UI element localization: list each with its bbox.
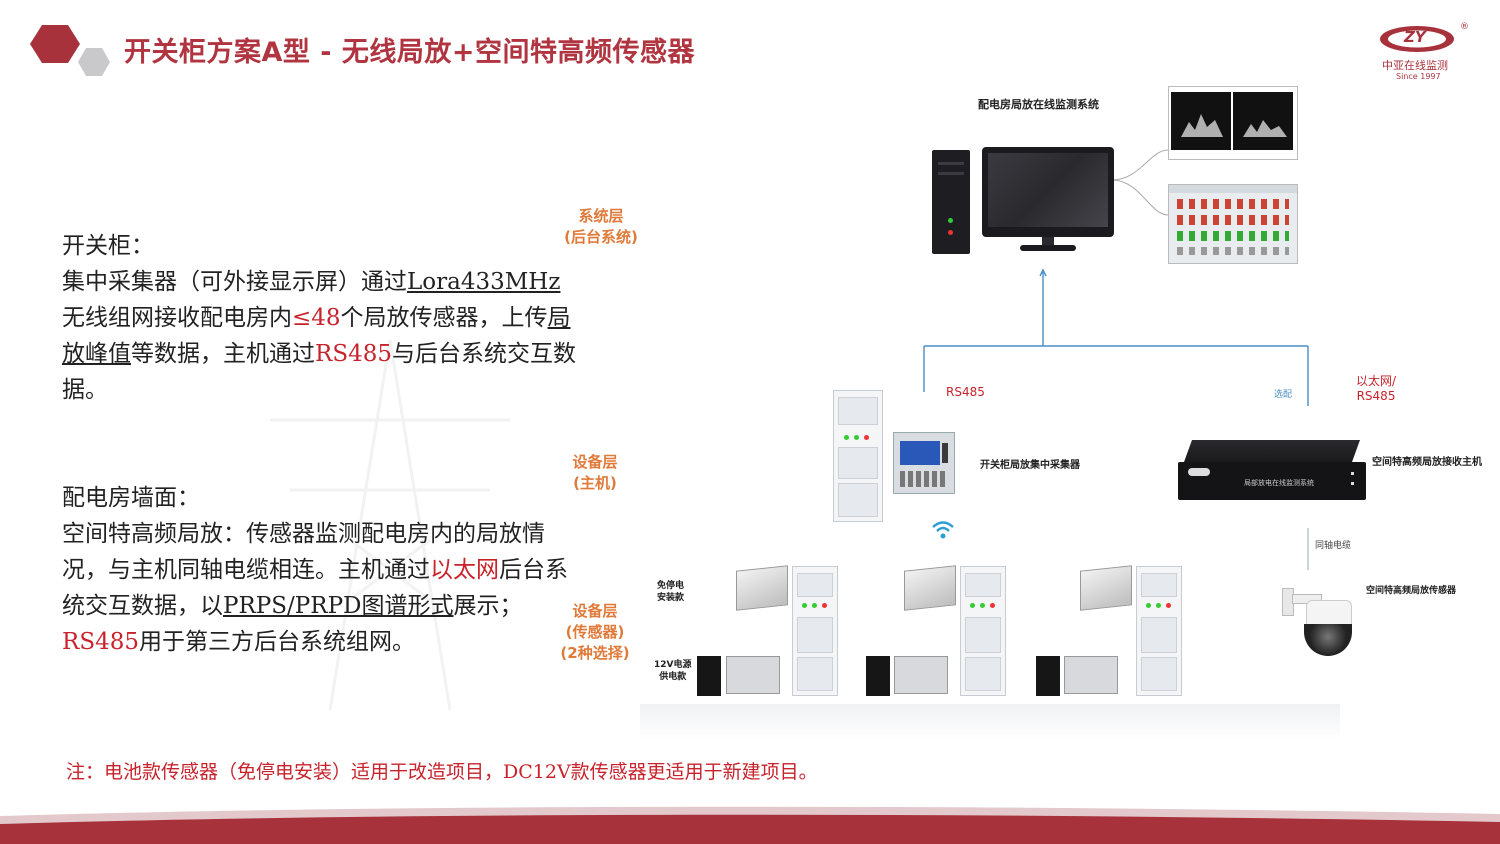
dc12v-power-unit-2 [866,656,890,696]
layer-host-line1: 设备层 [572,453,618,471]
footer-note: 注：电池款传感器（免停电安装）适用于改造项目，DC12V款传感器更适用于新建项目… [66,761,818,783]
logo-company-name: 中亚在线监测 [1382,59,1448,72]
wall-text-1: 空间特高频局放：传感器监测配电房内的局放情况，与主机同轴电缆相连。主机通过 [62,521,545,583]
page-title: 开关柜方案A型 - 无线局放+空间特高频传感器 [124,37,696,68]
wall-rs485: RS485 [62,629,139,655]
header-hexagon-decoration [30,25,110,76]
ethernet-label-line2: RS485 [1356,389,1396,403]
dc12v-power-unit-3 [1036,656,1060,696]
wall-text-2: 后台系统交互数据，以 [62,557,568,619]
layer-label-host: 设备层 (主机) [550,452,640,494]
logo-mark: ZY [1404,28,1426,46]
layer-sensor-line3: (2种选择) [560,644,630,662]
layer-label-sensor: 设备层 (传感器) (2种选择) [550,601,640,664]
monitor-screen-links [1111,149,1169,216]
battery-label-line1: 免停电 [657,581,685,591]
dc12v-sensor-device-3 [1064,656,1118,694]
dc12v-label-line2: 供电款 [659,672,687,682]
wall-ethernet: 以太网 [430,557,499,583]
battery-label-line2: 安装款 [657,593,685,603]
wall-body: 空间特高频局放：传感器监测配电房内的局放情况，与主机同轴电缆相连。主机通过以太网… [62,516,582,660]
switchgear-description: 开关柜： 集中采集器（可外接显示屏）通过Lora433MHz 无线组网接收配电房内… [62,228,582,408]
ethernet-label-line1: 以太网/ [1356,374,1397,388]
sg-text-1: 集中采集器（可外接显示屏）通过 [62,269,407,295]
wall-prps-prpd: PRPS/PRPD图谱形式 [223,593,454,619]
diagram-connection-lines [923,268,1309,570]
layer-sensor-line1: 设备层 [572,602,618,620]
layer-host-line2: (主机) [573,474,617,492]
sg-lora-frequency: Lora433MHz [407,269,561,295]
uhf-receiver-host-device: 局部放电在线监测系统 [1178,440,1366,500]
transmission-tower-watermark [270,339,510,711]
zy-logo-icon [1380,26,1454,52]
sg-rs485: RS485 [315,341,392,367]
optional-link-label: 选配 [1274,390,1293,400]
logo-registered: ® [1460,22,1469,32]
footer-wave-band [0,806,1500,844]
switchgear-cabinet-main [833,390,883,522]
dc12v-sensor-device-2 [894,656,948,694]
switchgear-body: 集中采集器（可外接显示屏）通过Lora433MHz 无线组网接收配电房内≤48个局… [62,264,582,408]
battery-sensor-device-1 [736,565,788,611]
dc12v-sensor-label: 12V电源 供电款 [654,659,692,683]
monitoring-panel-screenshot [1168,184,1298,264]
switchgear-cabinet-3 [1136,566,1182,696]
sg-text-4: 等数据，主机通过 [131,341,315,367]
receiver-device-text: 局部放电在线监测系统 [1244,479,1314,487]
uhf-sensor-label: 空间特高频局放传感器 [1366,586,1457,596]
layer-label-system: 系统层 (后台系统) [556,206,646,248]
monitor-icon [982,147,1114,237]
collector-label: 开关柜局放集中采集器 [980,460,1080,471]
centralized-collector-device [893,432,955,494]
wall-description: 配电房墙面： 空间特高频局放：传感器监测配电房内的局放情况，与主机同轴电缆相连。… [62,480,582,660]
layer-system-line2: (后台系统) [564,228,638,246]
sg-text-2: 无线组网接收配电房内 [62,305,292,331]
system-name-label: 配电房局放在线监测系统 [978,98,1099,111]
wall-text-3: 展示； [453,593,523,619]
sg-sensor-count: ≤48 [292,305,341,331]
battery-sensor-device-2 [904,565,956,611]
layer-sensor-line2: (传感器) [565,623,625,641]
wireless-signal-icon [932,521,954,539]
rs485-link-label: RS485 [946,385,985,399]
dc12v-label-line1: 12V电源 [654,660,692,670]
floor-reflection [640,704,1340,740]
uhf-space-sensor-device [1282,588,1352,658]
ethernet-link-label: 以太网/ RS485 [1356,374,1396,404]
pc-tower-icon [932,150,970,254]
uplink-arrow [1039,268,1047,277]
wall-heading: 配电房墙面： [62,485,200,511]
switchgear-cabinet-1 [792,566,838,696]
logo-since: Since 1997 [1396,72,1441,81]
dc12v-sensor-device-1 [726,656,780,694]
wall-text-4: 用于第三方后台系统组网。 [138,629,415,655]
switchgear-cabinet-2 [960,566,1006,696]
sg-text-5: 与后台系统交互数据。 [62,341,576,403]
company-logo: ZY ® 中亚在线监测 Since 1997 [1372,22,1472,84]
prps-chart-screenshot [1168,86,1298,160]
dc12v-power-unit-1 [697,656,721,696]
receiver-label: 空间特高频局放接收主机 [1372,457,1482,468]
monitor-stand [1020,237,1076,253]
battery-sensor-label: 免停电 安装款 [657,580,684,604]
sg-peak-value: 局放峰值 [62,305,571,367]
battery-sensor-device-3 [1080,565,1132,611]
switchgear-heading: 开关柜： [62,233,154,259]
sg-text-3: 个局放传感器，上传 [340,305,548,331]
coax-cable-label: 同轴电缆 [1315,541,1352,551]
layer-system-line1: 系统层 [578,207,624,225]
